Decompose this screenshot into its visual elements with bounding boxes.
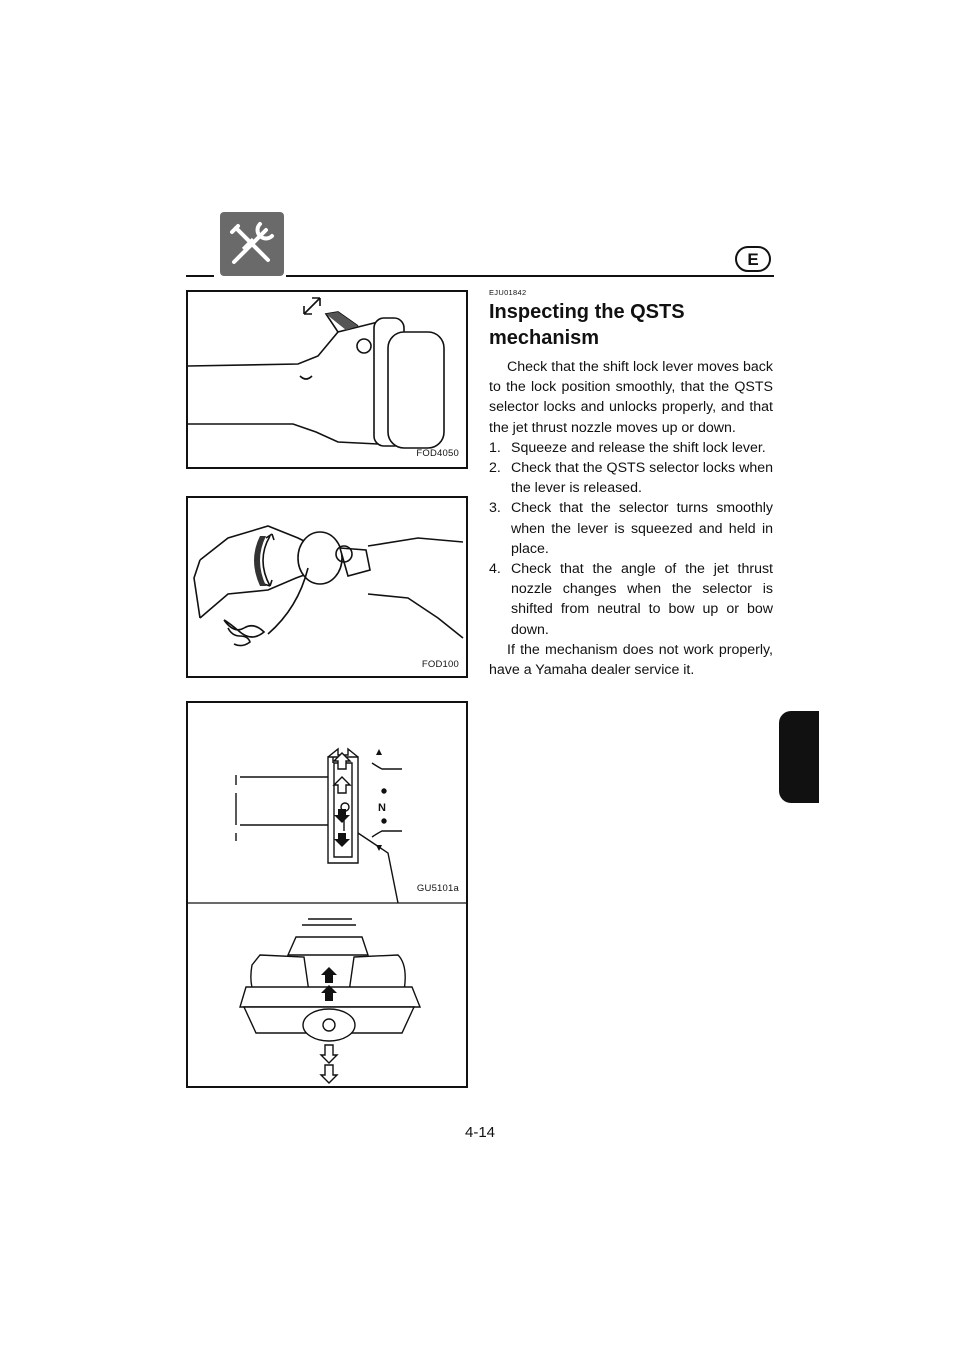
page-number: 4-14 bbox=[464, 1124, 496, 1141]
step-text: Squeeze and release the shift lock lever… bbox=[511, 439, 766, 456]
article-title: Inspecting the QSTS mechanism bbox=[489, 301, 685, 349]
language-badge: E bbox=[735, 246, 771, 272]
qsts-selector-illustration bbox=[193, 525, 464, 647]
figure-code: FOD100 bbox=[421, 659, 459, 670]
list-item: 3. Check that the selector turns smoothly… bbox=[489, 498, 773, 559]
list-item: 1. Squeeze and release the shift lock lev… bbox=[489, 438, 773, 458]
article: EJU01842 Inspecting the QSTS mechanism C… bbox=[489, 288, 773, 680]
article-body: Check that the shift lock lever moves ba… bbox=[489, 357, 773, 680]
step-text: Check that the angle of the jet thrust n… bbox=[511, 561, 773, 638]
list-item: 2. Check that the QSTS selector locks whe… bbox=[489, 458, 773, 498]
qsts-indicator-illustration: N bbox=[188, 747, 466, 1084]
step-number: 3. bbox=[489, 500, 501, 517]
figure-qsts-indicator: N GU5101a bbox=[186, 701, 468, 1088]
svg-text:N: N bbox=[378, 802, 386, 814]
figure-qsts-selector: FOD100 bbox=[186, 496, 468, 678]
tools-icon bbox=[220, 212, 284, 276]
step-number: 1. bbox=[489, 439, 501, 456]
step-number: 2. bbox=[489, 460, 501, 477]
outro-paragraph: If the mechanism does not work properly,… bbox=[489, 641, 773, 679]
step-text: Check that the QSTS selector locks when … bbox=[511, 460, 773, 497]
figure-shift-lock-lever: FOD4050 bbox=[186, 290, 468, 469]
intro-paragraph: Check that the shift lock lever moves ba… bbox=[489, 359, 773, 436]
chapter-tab bbox=[779, 711, 819, 803]
figure-code: GU5101a bbox=[416, 883, 459, 894]
step-text: Check that the selector turns smoothly w… bbox=[511, 500, 773, 557]
list-item: 4. Check that the angle of the jet thrust… bbox=[489, 559, 773, 640]
header-rule bbox=[186, 275, 774, 277]
shift-lock-lever-illustration bbox=[188, 297, 445, 449]
figure-code: FOD4050 bbox=[416, 448, 459, 459]
step-number: 4. bbox=[489, 561, 501, 578]
step-list: 1. Squeeze and release the shift lock lev… bbox=[489, 438, 773, 640]
article-code: EJU01842 bbox=[489, 288, 527, 297]
